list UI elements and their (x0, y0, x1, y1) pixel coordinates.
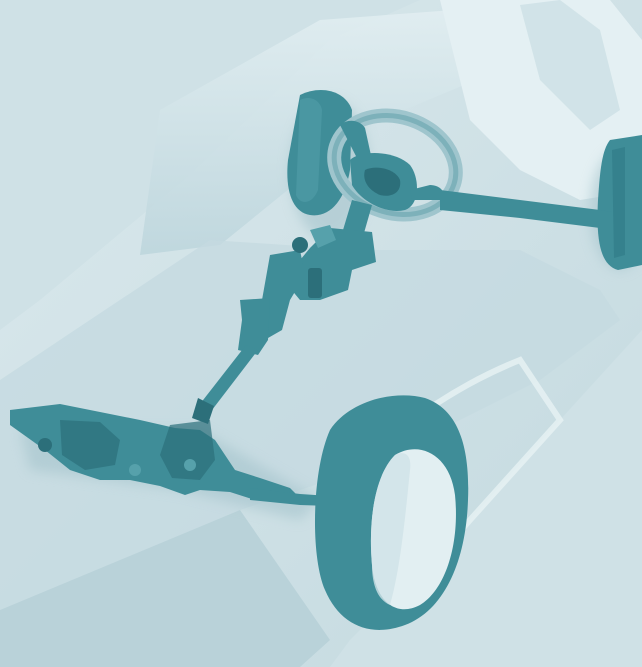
rear-wheel-right-icon (598, 135, 642, 270)
